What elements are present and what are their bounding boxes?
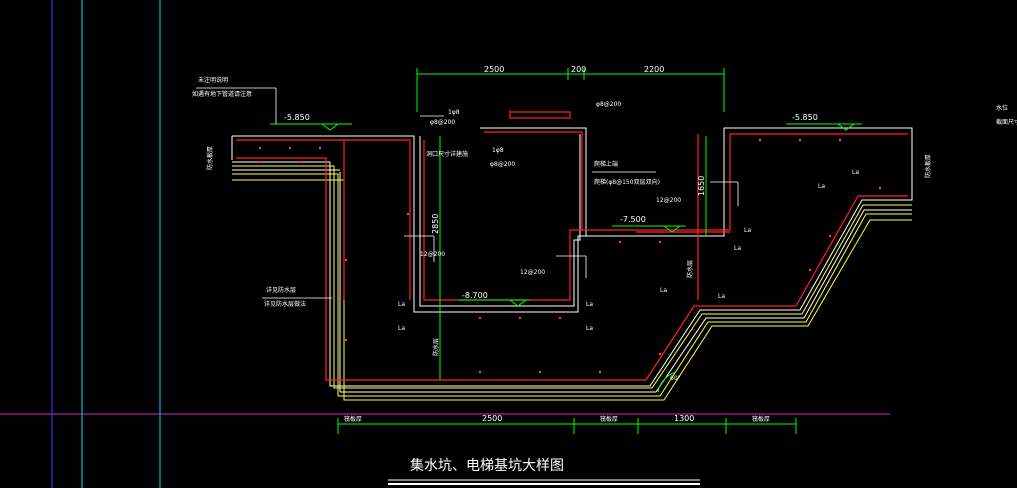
lap-label-8: La [734,245,741,252]
rebar-label-step-wall: 12@200 [656,197,681,204]
drawing-title: 集水坑、电梯基坑大样图 [410,457,564,474]
concrete-outline [231,127,913,393]
note-wall-side: 防水板厚 [206,146,214,170]
lap-label-10: La [718,293,725,300]
rebar-label-right-top: φ8@200 [596,101,621,108]
note-right-side: 防水板厚 [924,154,932,178]
angle-label: 60° [670,375,681,382]
vertical-dim-1: 2850 [431,214,440,234]
elevation-mid-step: -7.500 [620,215,646,224]
elevation-right-top: -5.850 [792,113,818,122]
note-top-left-a: 未注明说明 [198,76,228,84]
note-slope: 防水层 [686,260,694,278]
note-ladder-detail: 爬梯(φ8@150双层双向) [594,178,660,186]
rebar-label-upper: φ8@200 [430,119,455,126]
lap-label-6: La [852,169,859,176]
bottom-dim-note-1: 筏板厚 [344,415,362,423]
elevation-pit-bottom: -8.700 [462,291,488,300]
rebar-tag-2: 1φ8 [492,147,504,154]
rebar-dots [258,138,882,374]
lap-label-4: La [586,325,593,332]
note-right-edge-a: 水位 [996,104,1008,112]
lap-label-3: La [586,301,593,308]
lap-label-2: La [398,325,405,332]
note-waterproof-b: 详见防水层做法 [264,300,306,308]
lap-label-5: La [818,183,825,190]
lap-label-9: La [660,287,667,294]
top-dim-1: 2500 [484,65,504,74]
top-dim-2: 200 [571,65,586,74]
bottom-dim-1: 2500 [482,414,502,423]
rebar-label-right-wall: 12@200 [520,269,545,276]
vertical-dim-2: 1650 [697,176,706,196]
note-top-left-b: 如遇有地下管道请注意 [192,90,252,98]
leader-lines [196,87,739,299]
lap-label-7: La [744,227,751,234]
elevation-left-top: -5.850 [284,113,310,122]
title-underline [388,479,700,485]
bottom-dim-note-2: 筏板厚 [600,415,618,423]
rebar-tag-1: 1φ8 [448,109,460,116]
rebar-lines [236,110,908,381]
top-dim-3: 2200 [644,65,664,74]
bottom-dim-note-3: 筏板厚 [752,415,770,423]
elevation-markers [270,123,862,307]
bottom-dim-2: 1300 [674,414,694,423]
note-bottom: 防水层 [432,338,440,356]
note-opening: 洞口尺寸详建施 [426,150,468,158]
waterproof-layer [232,165,912,401]
note-ladder: 爬梯上端 [594,160,618,168]
lap-label-1: La [398,301,405,308]
dimension-lines [337,68,797,434]
angle-arc [657,371,677,393]
rebar-label-mid: φ8@200 [490,161,515,168]
rebar-label-left-wall: 12@200 [420,251,445,258]
note-right-edge-b: 截面尺寸 [996,118,1017,126]
note-waterproof-a: 详见防水层 [266,286,296,294]
